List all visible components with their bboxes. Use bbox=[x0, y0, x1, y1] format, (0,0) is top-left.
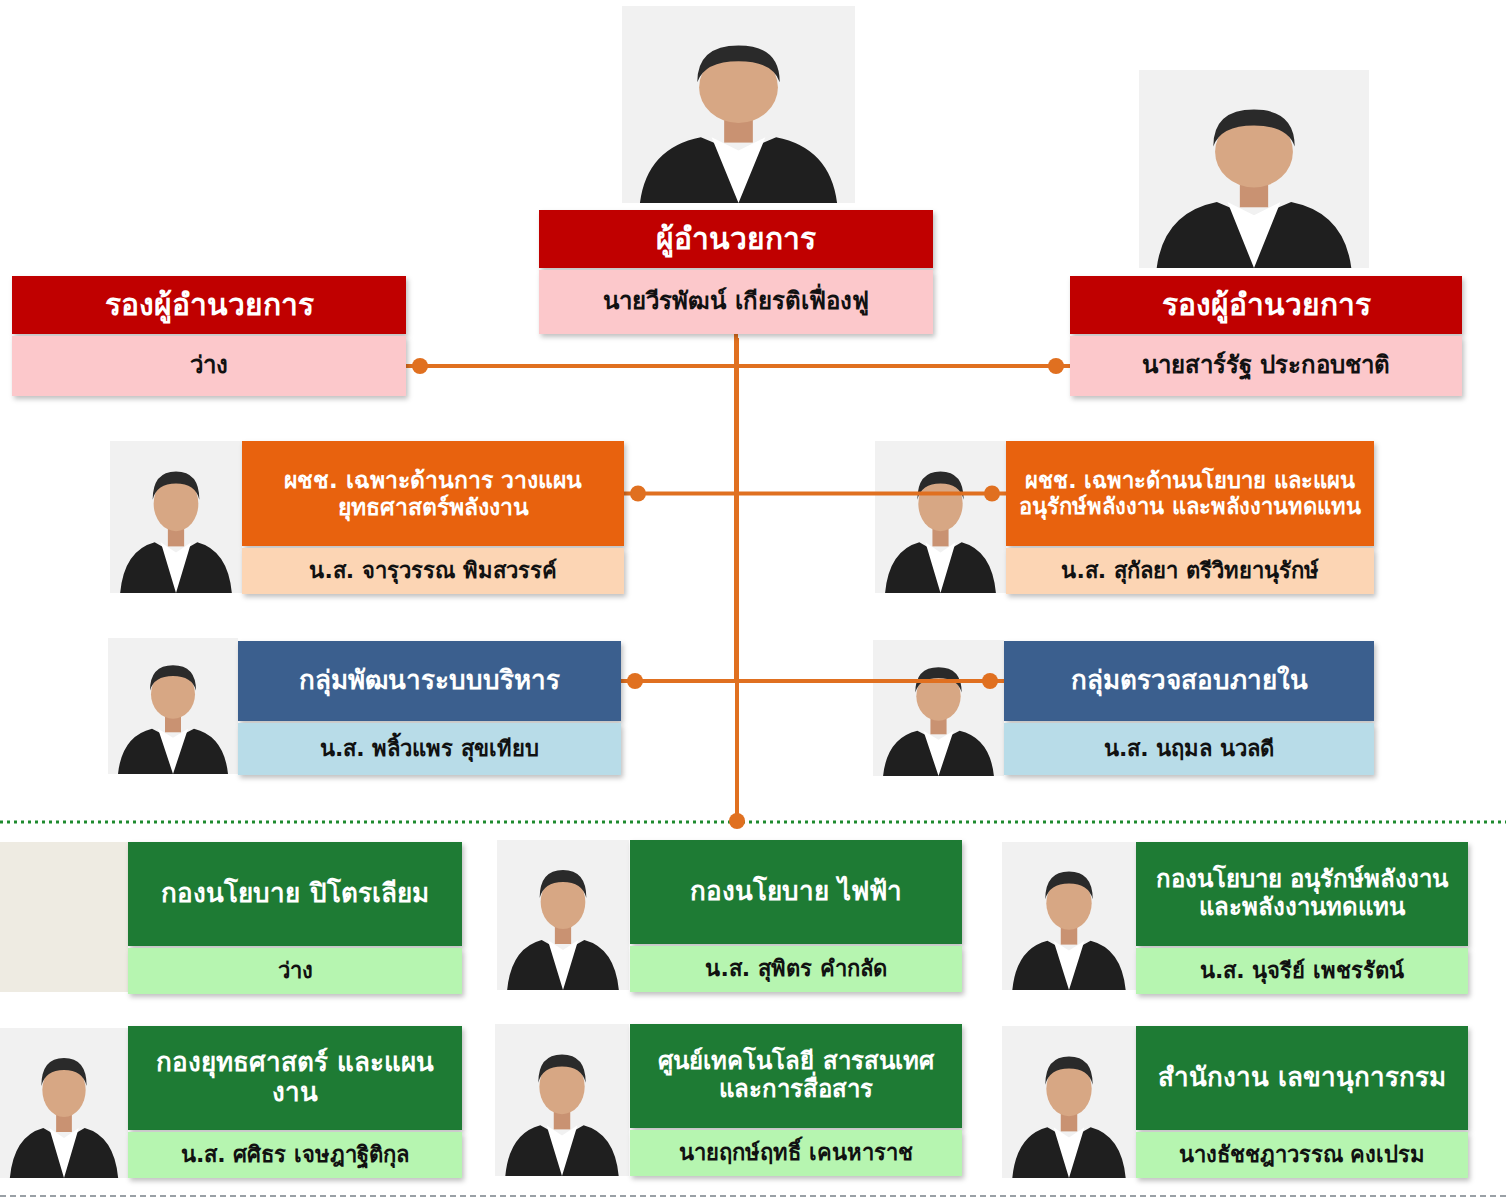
photo bbox=[622, 6, 855, 203]
org-unit-box: กองยุทธศาสตร์ และแผนงานน.ส. ศศิธร เจษฎาฐ… bbox=[128, 1026, 462, 1178]
connector bbox=[736, 334, 1070, 374]
photo bbox=[875, 441, 1006, 593]
position-title: กองนโยบาย ไฟฟ้า bbox=[690, 877, 902, 907]
holder-name-box: น.ส. ศศิธร เจษฎาฐิติกุล bbox=[128, 1132, 462, 1178]
position-title: รองผู้อำนวยการ bbox=[1162, 288, 1371, 323]
trunk-dot bbox=[729, 813, 745, 829]
person-name: น.ส. ศศิธร เจษฎาฐิติกุล bbox=[181, 1142, 409, 1167]
holder-name-box: นายสาร์รัฐ ประกอบชาติ bbox=[1070, 336, 1462, 396]
position-title: รองผู้อำนวยการ bbox=[105, 288, 314, 323]
person-name: น.ส. จารุวรรณ พิมสวรรค์ bbox=[309, 558, 556, 583]
holder-name-box: นายฤกษ์ฤทธิ์ เคนหาราช bbox=[630, 1130, 962, 1176]
position-title: ผชช. เฉพาะด้านการ วางแผนยุทธศาสตร์พลังงา… bbox=[252, 467, 614, 520]
holder-name-box: ว่าง bbox=[12, 336, 406, 396]
position-title: กองยุทธศาสตร์ และแผนงาน bbox=[138, 1048, 452, 1108]
person-name: นายวีรพัฒน์ เกียรติเฟื่องฟู bbox=[603, 288, 868, 316]
holder-name-box: น.ส. จารุวรรณ พิมสวรรค์ bbox=[242, 548, 624, 594]
divider-dotted bbox=[0, 821, 1506, 824]
holder-name-box: นางธัชชฎาวรรณ คงเปรม bbox=[1136, 1132, 1468, 1178]
position-title: กองนโยบาย อนุรักษ์พลังงาน และพลังงานทดแท… bbox=[1146, 866, 1458, 921]
photo bbox=[1002, 842, 1136, 990]
position-header: กองนโยบาย ไฟฟ้า bbox=[630, 840, 962, 944]
position-title: ศูนย์เทคโนโลยี สารสนเทศ และการสื่อสาร bbox=[640, 1048, 952, 1103]
position-header: ผชช. เฉพาะด้านการ วางแผนยุทธศาสตร์พลังงา… bbox=[242, 441, 624, 546]
photo bbox=[1139, 70, 1369, 268]
org-unit-box: สำนักงาน เลขานุการกรมนางธัชชฎาวรรณ คงเปร… bbox=[1136, 1026, 1468, 1178]
photo bbox=[873, 640, 1004, 776]
org-unit-box: กลุ่มตรวจสอบภายในน.ส. นฤมล นวลดี bbox=[1004, 641, 1374, 775]
person-name: น.ส. พลิ้วแพร สุขเทียบ bbox=[320, 736, 539, 761]
position-header: ผู้อำนวยการ bbox=[539, 210, 933, 268]
photo-placeholder bbox=[0, 842, 128, 992]
position-title: กลุ่มตรวจสอบภายใน bbox=[1071, 666, 1308, 696]
connector bbox=[624, 334, 736, 502]
person-name: น.ส. สุพิตร คำกลัด bbox=[705, 956, 886, 981]
holder-name-box: น.ส. สุพิตร คำกลัด bbox=[630, 946, 962, 992]
org-unit-box: กองนโยบาย ปิโตรเลียมว่าง bbox=[128, 842, 462, 994]
person-name: นายฤกษ์ฤทธิ์ เคนหาราช bbox=[679, 1140, 913, 1165]
org-unit-box: กองนโยบาย ไฟฟ้าน.ส. สุพิตร คำกลัด bbox=[630, 840, 962, 992]
holder-name-box: น.ส. นุจรีย์ เพชรรัตน์ bbox=[1136, 948, 1468, 994]
position-header: กองนโยบาย อนุรักษ์พลังงาน และพลังงานทดแท… bbox=[1136, 842, 1468, 946]
position-header: กลุ่มพัฒนาระบบบริหาร bbox=[238, 641, 621, 721]
position-header: สำนักงาน เลขานุการกรม bbox=[1136, 1026, 1468, 1130]
photo bbox=[0, 1028, 128, 1178]
holder-name-box: นายวีรพัฒน์ เกียรติเฟื่องฟู bbox=[539, 270, 933, 334]
connector bbox=[736, 334, 1004, 689]
photo bbox=[497, 840, 629, 990]
person-name: น.ส. นุจรีย์ เพชรรัตน์ bbox=[1200, 958, 1404, 983]
holder-name-box: น.ส. นฤมล นวลดี bbox=[1004, 723, 1374, 775]
photo bbox=[1002, 1026, 1136, 1178]
position-header: กองยุทธศาสตร์ และแผนงาน bbox=[128, 1026, 462, 1130]
person-name: นายสาร์รัฐ ประกอบชาติ bbox=[1142, 352, 1390, 380]
org-unit-box: ผชช. เฉพาะด้านการ วางแผนยุทธศาสตร์พลังงา… bbox=[242, 441, 624, 594]
org-unit-box: ผชช. เฉพาะด้านนโยบาย และแผนอนุรักษ์พลังง… bbox=[1006, 441, 1374, 594]
person-name: ว่าง bbox=[190, 352, 228, 380]
holder-name-box: น.ส. สุกัลยา ตรีวิทยานุรักษ์ bbox=[1006, 548, 1374, 594]
person-name: นางธัชชฎาวรรณ คงเปรม bbox=[1179, 1142, 1426, 1167]
position-header: กองนโยบาย ปิโตรเลียม bbox=[128, 842, 462, 946]
position-title: ผชช. เฉพาะด้านนโยบาย และแผนอนุรักษ์พลังง… bbox=[1016, 468, 1364, 519]
org-unit-box: ศูนย์เทคโนโลยี สารสนเทศ และการสื่อสารนาย… bbox=[630, 1024, 962, 1176]
org-unit-box: ผู้อำนวยการนายวีรพัฒน์ เกียรติเฟื่องฟู bbox=[539, 210, 933, 334]
holder-name-box: น.ส. พลิ้วแพร สุขเทียบ bbox=[238, 723, 621, 775]
org-unit-box: กองนโยบาย อนุรักษ์พลังงาน และพลังงานทดแท… bbox=[1136, 842, 1468, 994]
person-name: ว่าง bbox=[278, 958, 313, 983]
person-name: น.ส. สุกัลยา ตรีวิทยานุรักษ์ bbox=[1061, 558, 1318, 583]
position-title: กลุ่มพัฒนาระบบบริหาร bbox=[299, 666, 560, 696]
connector bbox=[406, 334, 736, 374]
photo bbox=[108, 638, 238, 774]
photo bbox=[495, 1024, 629, 1176]
position-header: กลุ่มตรวจสอบภายใน bbox=[1004, 641, 1374, 721]
position-header: รองผู้อำนวยการ bbox=[12, 276, 406, 334]
position-header: ผชช. เฉพาะด้านนโยบาย และแผนอนุรักษ์พลังง… bbox=[1006, 441, 1374, 546]
position-header: ศูนย์เทคโนโลยี สารสนเทศ และการสื่อสาร bbox=[630, 1024, 962, 1128]
photo bbox=[110, 441, 242, 593]
connector bbox=[621, 334, 736, 689]
position-title: กองนโยบาย ปิโตรเลียม bbox=[161, 879, 428, 909]
position-title: ผู้อำนวยการ bbox=[656, 222, 816, 257]
person-name: น.ส. นฤมล นวลดี bbox=[1104, 736, 1274, 761]
org-unit-box: กลุ่มพัฒนาระบบบริหารน.ส. พลิ้วแพร สุขเที… bbox=[238, 641, 621, 775]
position-title: สำนักงาน เลขานุการกรม bbox=[1158, 1063, 1446, 1093]
connector bbox=[736, 334, 1006, 502]
org-unit-box: รองผู้อำนวยการว่าง bbox=[12, 276, 406, 396]
divider-dashed bbox=[0, 1195, 1506, 1197]
holder-name-box: ว่าง bbox=[128, 948, 462, 994]
org-unit-box: รองผู้อำนวยการนายสาร์รัฐ ประกอบชาติ bbox=[1070, 276, 1462, 396]
position-header: รองผู้อำนวยการ bbox=[1070, 276, 1462, 334]
